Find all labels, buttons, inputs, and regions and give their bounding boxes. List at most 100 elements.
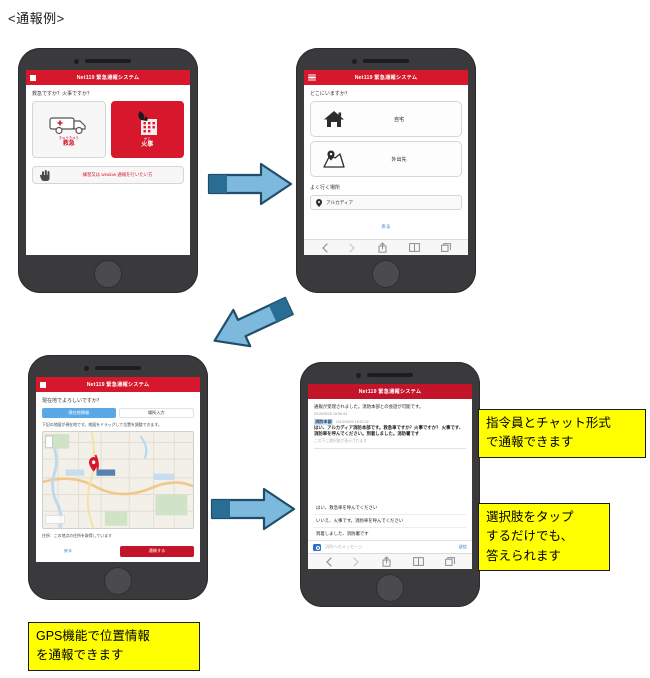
ambulance-ruby: きゅうきゅう xyxy=(58,135,79,140)
callout-tap: 選択肢をタップ するだけでも、 答えられます xyxy=(478,503,610,572)
arrow-phone2-to-phone3 xyxy=(190,282,310,367)
phone-mockup-3: Net119 緊急通報システム 現在地でよろしいですか？ 現在地情報 場所入力 … xyxy=(28,355,208,600)
menu-icon[interactable] xyxy=(40,381,46,388)
submit-report-button[interactable]: 通報する xyxy=(120,545,194,557)
phone-mockup-4: Net119 緊急通報システム 通報が受理されました。消防本部との会話が可能です… xyxy=(300,362,480,607)
practice-button-label: 練習又は window 通報を行いたい方 xyxy=(82,172,153,177)
front-camera-icon xyxy=(352,59,357,64)
home-button[interactable] xyxy=(373,261,399,287)
message-input[interactable]: 消防へのメッセージ xyxy=(325,544,363,549)
back-link[interactable]: 戻る xyxy=(381,224,391,229)
chat-agent-timestamp: 2019/05/20 15:57:02 xyxy=(335,419,369,424)
earpiece-speaker xyxy=(95,366,141,370)
phone3-content: 現在地でよろしいですか？ 現在地情報 場所入力 下記の地図が現在地です。地図をド… xyxy=(36,392,200,562)
phone4-app-title: Net119 緊急通報システム xyxy=(358,389,422,395)
send-button[interactable]: 送信 xyxy=(458,544,467,549)
location-option-home[interactable]: 自宅 xyxy=(310,101,462,137)
phone-mockup-1: Net119 緊急通報システム 救急ですか？火事ですか？ きゅうきゅう 救急 xyxy=(18,48,198,293)
saved-place-label: アルカディア xyxy=(326,199,354,205)
share-icon[interactable] xyxy=(382,556,391,567)
ambulance-icon xyxy=(49,116,86,134)
phone1-appbar: Net119 緊急通報システム xyxy=(26,70,190,85)
bookmarks-icon[interactable] xyxy=(412,557,424,566)
chat-choices-hint: この下に選択肢が表示されます xyxy=(314,438,368,443)
earpiece-speaker xyxy=(363,59,409,63)
map-canvas xyxy=(43,432,193,528)
phone2-screen: Net119 緊急通報システム どこにいますか？ 自宅 xyxy=(304,70,468,255)
phone2-safari-toolbar xyxy=(304,239,468,255)
arrow-phone3-to-phone4 xyxy=(208,485,298,538)
callout-gps-text: GPS機能で位置情報 を通報できます xyxy=(36,629,150,663)
callout-tap-text: 選択肢をタップ するだけでも、 答えられます xyxy=(486,510,574,563)
forward-icon[interactable] xyxy=(353,556,360,567)
fire-button[interactable]: かじ 火事 xyxy=(110,101,184,158)
arrow-phone1-to-phone2 xyxy=(205,160,295,213)
callout-chat: 指令員とチャット形式 で通報できます xyxy=(478,409,646,458)
ambulance-button[interactable]: きゅうきゅう 救急 xyxy=(32,101,106,158)
home-button[interactable] xyxy=(105,568,131,594)
tabs-icon[interactable] xyxy=(441,243,452,252)
phone1-app-title: Net119 緊急通報システム xyxy=(76,75,140,81)
phone2-content: どこにいますか？ 自宅 外出先 xyxy=(304,85,468,239)
hand-tap-icon xyxy=(39,170,50,181)
phone4-screen: Net119 緊急通報システム 通報が受理されました。消防本部との会話が可能です… xyxy=(308,384,472,569)
phone3-app-title: Net119 緊急通報システム xyxy=(86,382,150,388)
phone3-back-link[interactable]: 戻る xyxy=(64,548,72,553)
frequent-places-label: よく行く場所 xyxy=(310,185,341,191)
tab-current-location[interactable]: 現在地情報 xyxy=(42,408,116,418)
phone3-screen: Net119 緊急通報システム 現在地でよろしいですか？ 現在地情報 場所入力 … xyxy=(36,377,200,562)
fire-ruby: かじ xyxy=(143,136,151,141)
pin-icon xyxy=(316,198,322,207)
home-button[interactable] xyxy=(377,575,403,601)
location-mode-tabs: 現在地情報 場所入力 xyxy=(42,408,194,418)
chat-agent-message: はい、アルカディア消防本部です。救急車ですか？火事ですか？ 火事です、消防車を呼… xyxy=(314,424,464,436)
phone4-safari-toolbar xyxy=(308,553,472,569)
chat-choice-2[interactable]: いいえ、火事です。消防車を呼んでください xyxy=(314,515,466,528)
chat-system-message: 通報が受理されました。消防本部との会話が可能です。 xyxy=(314,404,424,409)
location-option-away[interactable]: 外出先 xyxy=(310,141,462,177)
front-camera-icon xyxy=(84,366,89,371)
phone3-appbar: Net119 緊急通報システム xyxy=(36,377,200,392)
chat-choice-3[interactable]: 到着しました、消防署です xyxy=(316,531,369,536)
location-option-away-label: 外出先 xyxy=(391,156,407,163)
phone-mockup-2: Net119 緊急通報システム どこにいますか？ 自宅 xyxy=(296,48,476,293)
earpiece-speaker xyxy=(367,373,413,377)
camera-icon[interactable] xyxy=(313,543,321,551)
phone1-content: 救急ですか？火事ですか？ きゅうきゅう 救急 xyxy=(26,85,190,255)
tabs-icon[interactable] xyxy=(445,557,456,566)
earpiece-speaker xyxy=(85,59,131,63)
burning-building-icon xyxy=(138,110,158,135)
chat-system-timestamp: 2019/05/20 15:56:34 xyxy=(314,411,347,416)
chat-sender-name: 消防本部 xyxy=(314,418,333,425)
house-icon xyxy=(321,110,347,128)
menu-icon[interactable] xyxy=(30,74,36,81)
bookmarks-icon[interactable] xyxy=(408,243,420,252)
phone2-appbar: Net119 緊急通報システム xyxy=(304,70,468,85)
page-title: <通報例> xyxy=(8,11,65,26)
chat-transcript: 通報が受理されました。消防本部との会話が可能です。 2019/05/20 15:… xyxy=(308,399,472,540)
saved-place-row[interactable]: アルカディア xyxy=(310,195,462,210)
map-location-pin xyxy=(88,457,99,472)
phone4-appbar: Net119 緊急通報システム xyxy=(308,384,472,399)
practice-button[interactable]: 練習又は window 通報を行いたい方 xyxy=(32,166,184,184)
home-button[interactable] xyxy=(95,261,121,287)
share-icon[interactable] xyxy=(378,242,387,253)
forward-icon[interactable] xyxy=(349,242,356,253)
phone2-prompt: どこにいますか？ xyxy=(310,91,350,97)
ambulance-label: 救急 xyxy=(62,140,75,147)
map-view[interactable] xyxy=(42,431,194,529)
front-camera-icon xyxy=(74,59,79,64)
phone3-actions: 戻る 通報する xyxy=(42,545,194,557)
location-option-home-label: 自宅 xyxy=(393,116,404,123)
fire-label: 火事 xyxy=(141,141,154,148)
menu-icon[interactable] xyxy=(308,74,316,81)
back-icon[interactable] xyxy=(321,242,328,253)
map-caption: 住所：この地点の住所を取得しています xyxy=(42,532,112,538)
emergency-type-row: きゅうきゅう 救急 かじ xyxy=(32,101,184,158)
map-pin-icon xyxy=(321,149,347,169)
back-icon[interactable] xyxy=(325,556,332,567)
front-camera-icon xyxy=(356,373,361,378)
tab-enter-location[interactable]: 場所入力 xyxy=(118,408,194,418)
chat-choice-1[interactable]: はい、救急車を呼んでください xyxy=(314,502,466,515)
chat-divider xyxy=(314,447,466,449)
